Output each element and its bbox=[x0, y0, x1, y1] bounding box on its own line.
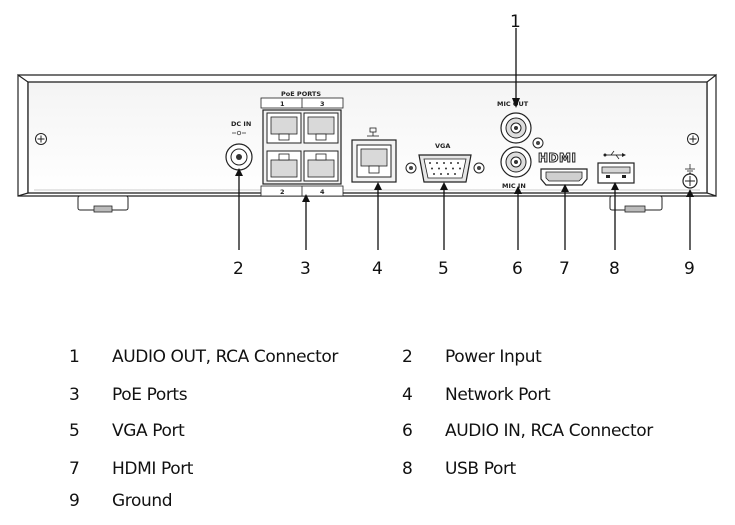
legend-number: 6 bbox=[402, 421, 413, 441]
mic-jack-screw-icon bbox=[532, 137, 544, 149]
callout-4: 4 bbox=[372, 259, 383, 279]
legend-label: USB Port bbox=[445, 459, 516, 479]
callout-7: 7 bbox=[559, 259, 570, 279]
nvr-rear-panel-diagram: DC IN PoE PORTS 1 3 2 4 bbox=[17, 12, 717, 279]
dc-in-label: DC IN bbox=[231, 120, 251, 128]
legend-label: AUDIO IN, RCA Connector bbox=[445, 421, 653, 441]
legend-label: VGA Port bbox=[112, 421, 185, 441]
dc-polarity-icon bbox=[232, 130, 246, 136]
legend-label: Network Port bbox=[445, 385, 551, 405]
poe-port-number-3: 3 bbox=[320, 100, 325, 108]
screw-right-icon bbox=[687, 133, 699, 145]
usb-icon bbox=[603, 150, 626, 160]
legend-number: 9 bbox=[69, 491, 80, 511]
callout-5: 5 bbox=[438, 259, 449, 279]
legend-number: 4 bbox=[402, 385, 413, 405]
vga-screw-right-icon bbox=[473, 162, 485, 174]
screw-left-icon bbox=[35, 133, 47, 145]
legend-label: HDMI Port bbox=[112, 459, 194, 479]
vga-screw-left-icon bbox=[405, 162, 417, 174]
network-port bbox=[351, 127, 397, 183]
usb-port bbox=[597, 150, 635, 184]
poe-port-4 bbox=[303, 150, 339, 182]
ground-icon bbox=[685, 164, 695, 174]
legend-label: Power Input bbox=[445, 347, 542, 367]
vga-port: VGA bbox=[405, 142, 485, 183]
callout-leaders bbox=[235, 28, 694, 250]
network-icon bbox=[367, 127, 379, 137]
poe-port-1 bbox=[266, 112, 302, 144]
poe-port-2 bbox=[266, 150, 302, 182]
vga-label: VGA bbox=[435, 142, 450, 150]
poe-port-number-2: 2 bbox=[280, 188, 285, 196]
mic-out-label: MIC OUT bbox=[497, 100, 529, 108]
callout-8: 8 bbox=[609, 259, 620, 279]
poe-ports-block: PoE PORTS 1 3 2 4 bbox=[260, 90, 344, 197]
legend-number: 7 bbox=[69, 459, 80, 479]
callout-1: 1 bbox=[510, 12, 521, 32]
poe-port-number-1: 1 bbox=[280, 100, 285, 108]
callout-6: 6 bbox=[512, 259, 523, 279]
hdmi-logo: HDMI bbox=[538, 151, 576, 165]
poe-ports-label: PoE PORTS bbox=[281, 90, 321, 98]
power-input-port: DC IN bbox=[225, 120, 253, 171]
legend-label: Ground bbox=[112, 491, 173, 511]
legend-number: 1 bbox=[69, 347, 80, 367]
audio-in-rca-connector: MIC IN bbox=[500, 146, 532, 190]
mic-in-label: MIC IN bbox=[502, 182, 526, 190]
hdmi-port: HDMI bbox=[538, 151, 588, 186]
callout-2: 2 bbox=[233, 259, 244, 279]
callout-3: 3 bbox=[300, 259, 311, 279]
ground-terminal bbox=[682, 164, 698, 189]
legend-number: 2 bbox=[402, 347, 413, 367]
legend-number: 3 bbox=[69, 385, 80, 405]
poe-port-number-4: 4 bbox=[320, 188, 325, 196]
chassis bbox=[17, 73, 717, 213]
callout-9: 9 bbox=[684, 259, 695, 279]
poe-port-3 bbox=[303, 112, 339, 144]
audio-out-rca-connector: MIC OUT bbox=[497, 100, 532, 144]
legend-label: PoE Ports bbox=[112, 385, 188, 405]
legend-label: AUDIO OUT, RCA Connector bbox=[112, 347, 338, 367]
legend-number: 5 bbox=[69, 421, 80, 441]
legend-number: 8 bbox=[402, 459, 413, 479]
